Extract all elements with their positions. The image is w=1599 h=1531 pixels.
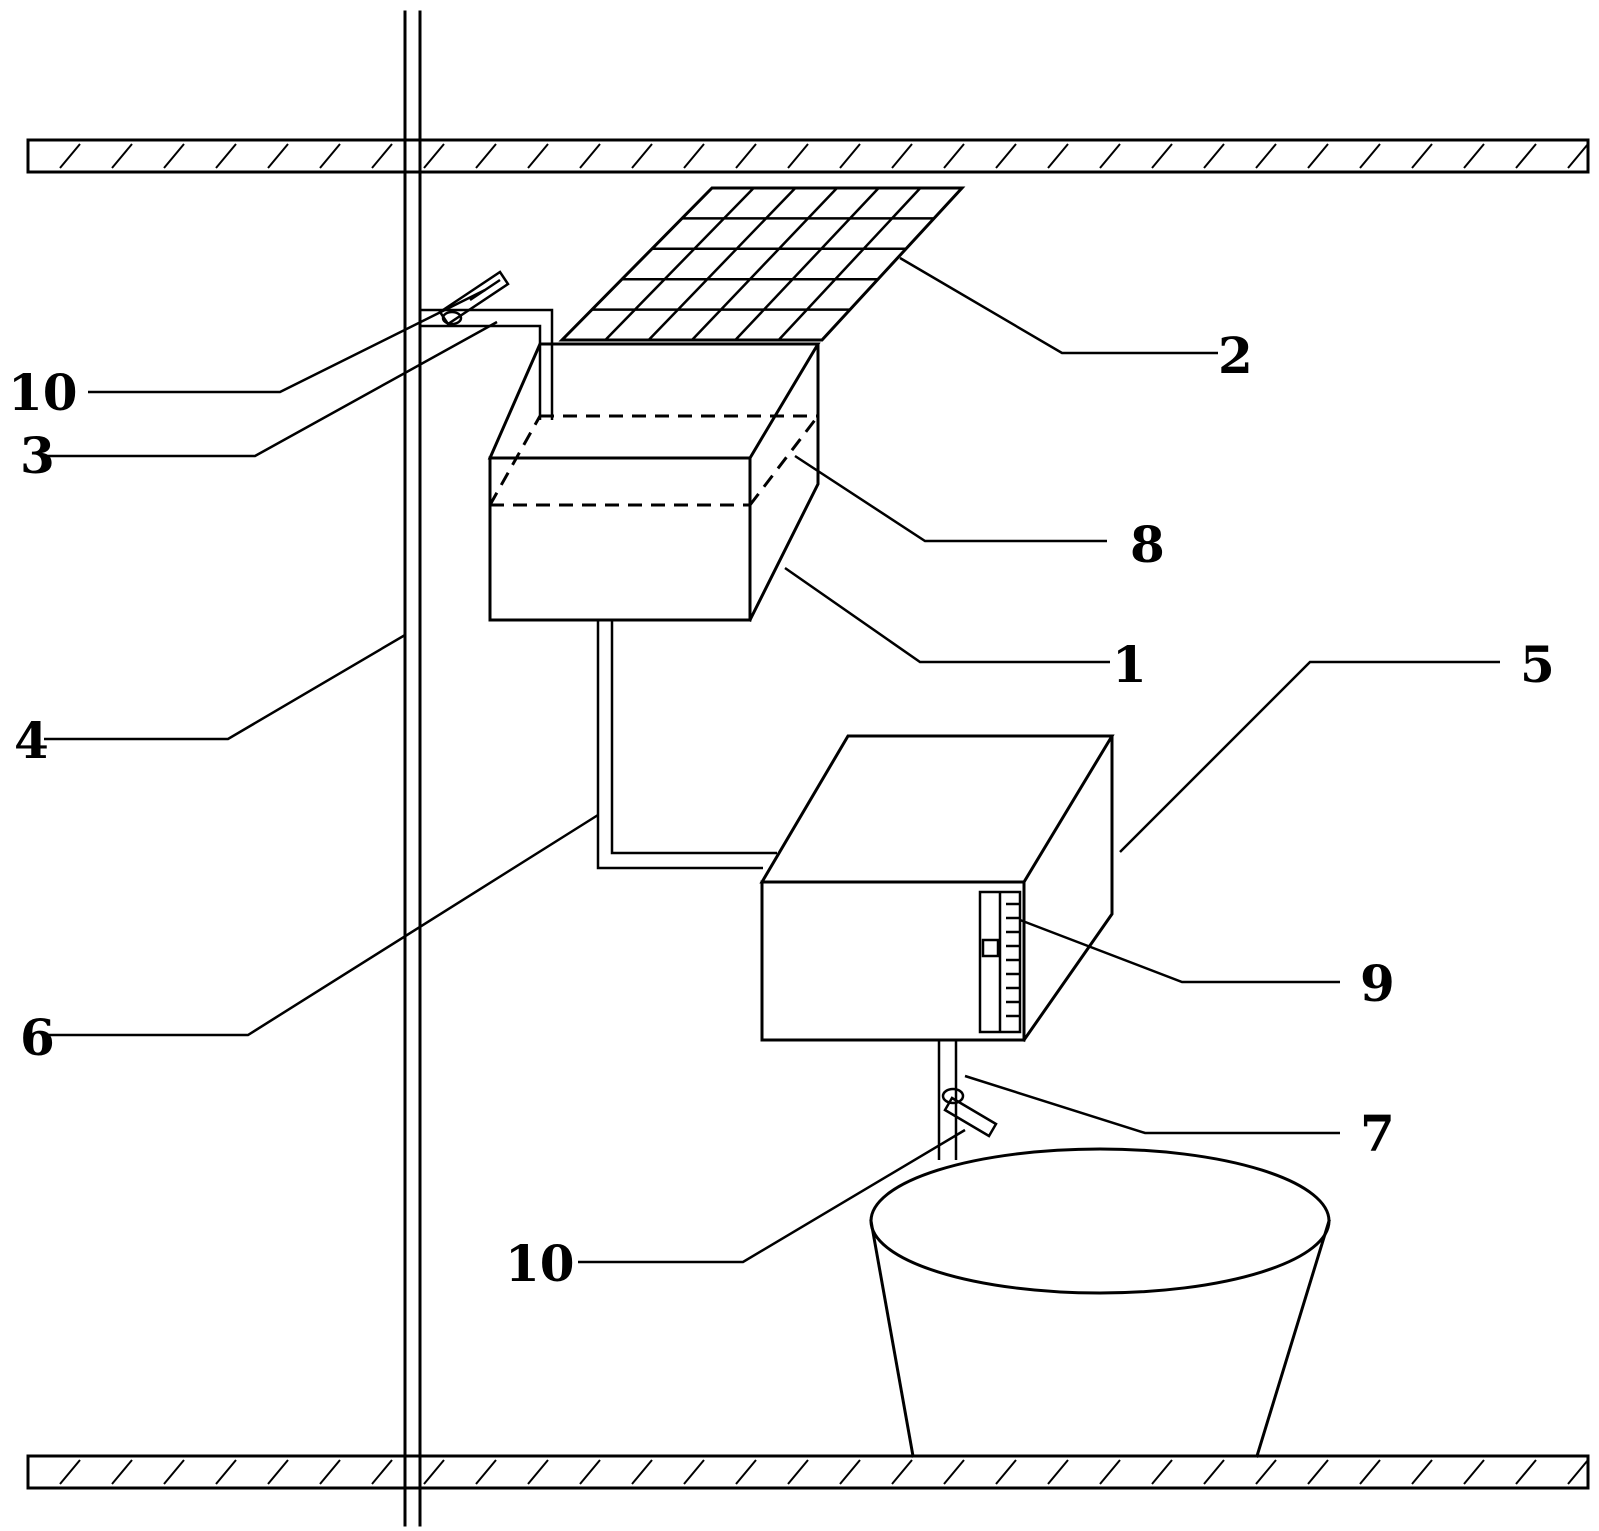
panel-grid-col [691,187,838,341]
hatch-stroke [267,1459,289,1485]
hatch-stroke [787,1459,809,1485]
hatch-stroke [683,1459,705,1485]
panel-grid-col [777,187,922,341]
hatch-stroke [371,143,393,169]
reference-labels: 10 3 2 8 1 5 4 6 9 7 10 [8,326,1555,1293]
hatch-stroke [1411,1459,1433,1485]
panel-grid-col [734,187,880,341]
hatch-stroke [579,143,601,169]
label-3-branch-pipe: 3 [20,426,55,485]
level-gauge [978,890,1022,1034]
hatch-stroke [423,143,445,169]
hatch-stroke [319,1459,341,1485]
panel-grid-col [647,187,797,341]
hatch-stroke [1255,143,1277,169]
hatch-stroke [1203,1459,1225,1485]
label-5-lower-tank: 5 [1520,635,1555,694]
label-10-lower-valve: 10 [505,1234,575,1293]
hatch-stroke [1463,1459,1485,1485]
hatch-stroke [1307,1459,1329,1485]
hatch-stroke [423,1459,445,1485]
hatch-stroke [1307,143,1329,169]
hatch-stroke [527,1459,549,1485]
hatch-stroke [1047,143,1069,169]
hatch-stroke [111,1459,133,1485]
upper-tank [487,342,821,623]
hatch-stroke [215,1459,237,1485]
label-10-upper-valve: 10 [8,363,78,422]
hatch-stroke [1099,1459,1121,1485]
hatch-stroke [787,143,809,169]
upper-valve [438,270,510,326]
hatch-stroke [995,1459,1017,1485]
hatch-stroke [839,143,861,169]
hatch-stroke [1151,1459,1173,1485]
panel-grid-col [604,187,755,341]
branch-pipe [420,308,554,420]
connecting-pipe [596,620,777,870]
hatch-stroke [1047,1459,1069,1485]
hatch-stroke [579,1459,601,1485]
hatch-stroke [527,143,549,169]
hatch-stroke [1515,1459,1537,1485]
hatch-stroke [319,143,341,169]
hatch-stroke [1255,1459,1277,1485]
leader-lines [44,256,1500,1264]
hatch-stroke [267,143,289,169]
hatch-stroke [735,143,757,169]
label-6-connecting-pipe: 6 [20,1008,55,1067]
hatch-stroke [891,143,913,169]
hatch-stroke [163,143,185,169]
hatch-stroke [111,143,133,169]
hatch-stroke [59,143,81,169]
vertical-pipe [403,10,422,1527]
label-8-water-level: 8 [1130,515,1165,574]
label-2-solar-panel: 2 [1218,326,1253,385]
hatch-stroke [683,143,705,169]
ceiling-slab [26,138,1590,174]
hatch-stroke [475,143,497,169]
hatch-stroke [735,1459,757,1485]
hatch-stroke [943,1459,965,1485]
hatch-stroke [163,1459,185,1485]
label-7-outlet-pipe: 7 [1360,1104,1395,1163]
hatch-stroke [943,143,965,169]
hatch-stroke [1515,143,1537,169]
solar-panel [558,186,966,342]
label-1-upper-tank: 1 [1112,635,1147,694]
hatch-stroke [1463,143,1485,169]
hatch-stroke [631,143,653,169]
label-9-level-gauge: 9 [1360,954,1395,1013]
hatch-stroke [1567,143,1589,169]
hatch-stroke [1099,143,1121,169]
hatch-stroke [215,143,237,169]
hatch-stroke [891,1459,913,1485]
hatch-stroke [1567,1459,1589,1485]
hatch-stroke [1359,143,1381,169]
hatch-stroke [839,1459,861,1485]
floor-slab [26,1454,1590,1490]
hatch-stroke [995,143,1017,169]
hatch-stroke [1359,1459,1381,1485]
hatch-stroke [1151,143,1173,169]
hatch-stroke [371,1459,393,1485]
hatch-stroke [1203,143,1225,169]
bucket [869,1147,1331,1458]
hatch-stroke [59,1459,81,1485]
water-level-dashed [488,414,820,507]
hatch-stroke [631,1459,653,1485]
hatch-stroke [1411,143,1433,169]
lower-tank [759,734,1115,1043]
label-4-vertical-pipe: 4 [14,711,49,770]
lower-valve [941,1087,998,1138]
hatch-stroke [475,1459,497,1485]
